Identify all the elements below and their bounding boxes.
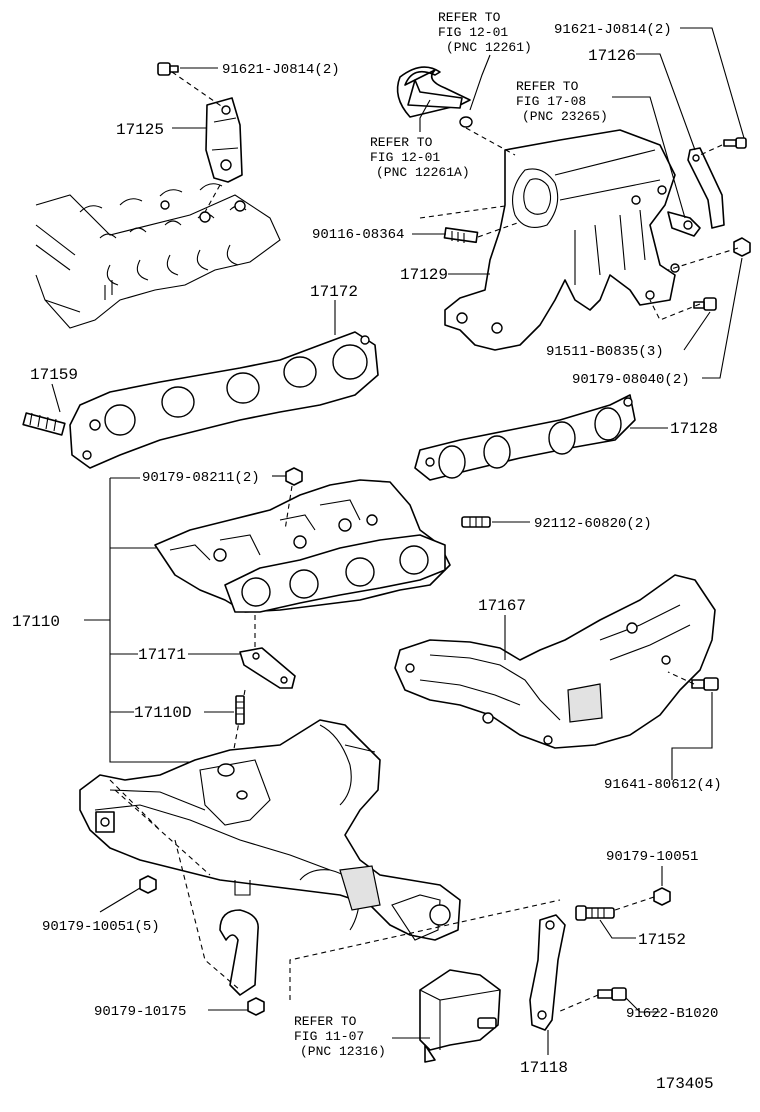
- bolt-90179-10175: [247, 997, 265, 1016]
- refer-to-fig-17-08-line1: REFER TO: [516, 79, 579, 94]
- nut-90179-08040: [733, 237, 751, 257]
- label-90179-10175: 90179-10175: [94, 1004, 186, 1020]
- bolt-91621-right: [723, 137, 747, 149]
- label-17159: 17159: [30, 366, 78, 384]
- label-90116-08364: 90116-08364: [312, 227, 404, 243]
- refer-to-fig-11-07-line3: (PNC 12316): [300, 1044, 386, 1059]
- label-17152: 17152: [638, 931, 686, 949]
- label-17126: 17126: [588, 47, 636, 65]
- part-17167-heat-insulator: [394, 574, 716, 749]
- part-17118-bracket: [529, 914, 566, 1031]
- part-17171-gasket: [239, 647, 296, 689]
- label-17129: 17129: [400, 266, 448, 284]
- label-17128: 17128: [670, 420, 718, 438]
- figure-number: 173405: [656, 1075, 714, 1093]
- dashed-guide-lower: [109, 779, 561, 1000]
- refer-to-fig-12-01-a-line1: REFER TO: [438, 10, 501, 25]
- part-17128-intake-gasket: [414, 394, 636, 481]
- dashed-guide-stud: [419, 205, 521, 238]
- refer-to-fig-12-01-a-line2: FIG 12-01: [438, 25, 508, 40]
- nut-90179-10051-right: [653, 887, 671, 906]
- label-91622-b1020: 91622-B1020: [626, 1006, 718, 1022]
- label-17125: 17125: [116, 121, 164, 139]
- label-90179-10051-5: 90179-10051(5): [42, 919, 160, 935]
- refer-to-fig-11-07-line2: FIG 11-07: [294, 1029, 364, 1044]
- dashed-guide-right: [649, 144, 739, 321]
- refer-to-fig-12-01-b-line2: FIG 12-01: [370, 150, 440, 165]
- refer-to-fig-17-08-line2: FIG 17-08: [516, 94, 586, 109]
- bolt-91621-top: [157, 62, 179, 76]
- refer-to-fig-11-07-line1: REFER TO: [294, 1014, 357, 1029]
- refer-to-fig-12-01-b-line1: REFER TO: [370, 135, 433, 150]
- label-17118: 17118: [520, 1059, 568, 1077]
- leader-91511: [683, 311, 711, 351]
- engine-mount: [419, 969, 501, 1063]
- dashed-guide-17152: [614, 896, 655, 911]
- nut-90179-10051-left: [139, 875, 157, 894]
- cylinder-head-illustration: [35, 183, 281, 329]
- leader-17126: [636, 53, 696, 151]
- leader-17152: [599, 919, 636, 939]
- label-17171: 17171: [138, 646, 186, 664]
- dashed-guide-hose: [465, 127, 516, 156]
- label-92112-60820: 92112-60820(2): [534, 516, 652, 532]
- label-90179-08040: 90179-08040(2): [572, 372, 690, 388]
- dashed-guide-91622: [557, 994, 599, 1013]
- nut-90179-08211: [285, 467, 303, 486]
- part-17126-bracket: [687, 147, 725, 229]
- label-91641-80612: 91641-80612(4): [604, 777, 722, 793]
- bracket-17110: [109, 478, 190, 763]
- label-17172: 17172: [310, 283, 358, 301]
- dashed-guide: [171, 71, 225, 213]
- bolt-17152: [575, 905, 615, 921]
- dashed-guide-91641: [667, 671, 695, 685]
- leader-ref1: [469, 54, 491, 111]
- leader-10051-left: [99, 887, 141, 913]
- bolt-91622-b1020: [597, 987, 627, 1001]
- stud-90116-08364: [443, 227, 479, 244]
- leader-ref3: [419, 99, 431, 132]
- leader-91621-right: [680, 27, 745, 139]
- label-90179-08211: 90179-08211(2): [142, 470, 260, 486]
- part-17159-stud: [22, 412, 66, 436]
- leader-91641: [671, 692, 713, 780]
- bolt-91641-80612: [691, 677, 719, 691]
- part-17110d-stud: [235, 695, 245, 725]
- refer-to-fig-17-08-line3: (PNC 23265): [522, 109, 608, 124]
- leader-90179-08040: [702, 257, 743, 379]
- part-17110-exhaust-manifold-upper: [154, 479, 451, 613]
- refer-to-fig-12-01-a-line3: (PNC 12261): [446, 40, 532, 55]
- dashed-guide-08211: [284, 485, 293, 531]
- leader-17159: [51, 383, 61, 413]
- label-17110: 17110: [12, 613, 60, 631]
- part-17129-intake-manifold: [444, 129, 680, 351]
- part-17172-exhaust-gasket: [69, 331, 379, 469]
- leader-ref2: [612, 96, 686, 219]
- part-17125-hanger-bracket: [205, 97, 243, 183]
- label-91511-b0835: 91511-B0835(3): [546, 344, 664, 360]
- label-90179-10051: 90179-10051: [606, 849, 698, 865]
- part-17110-exhaust-manifold-lower: [79, 719, 461, 941]
- label-91621-j0814-right: 91621-J0814(2): [554, 22, 672, 38]
- refer-to-fig-12-01-b-line3: (PNC 12261A): [376, 165, 470, 180]
- label-17110d: 17110D: [134, 704, 192, 722]
- dashed-guide-17171: [229, 615, 256, 771]
- label-17167: 17167: [478, 597, 526, 615]
- stud-92112-60820: [461, 516, 491, 528]
- label-91621-j0814-top: 91621-J0814(2): [222, 62, 340, 78]
- leader-91622: [625, 997, 660, 1013]
- vacuum-hose: [396, 66, 473, 128]
- bolt-91511-b0835: [693, 297, 717, 311]
- heat-clip: [219, 909, 259, 996]
- vsv-sensor: [667, 211, 701, 237]
